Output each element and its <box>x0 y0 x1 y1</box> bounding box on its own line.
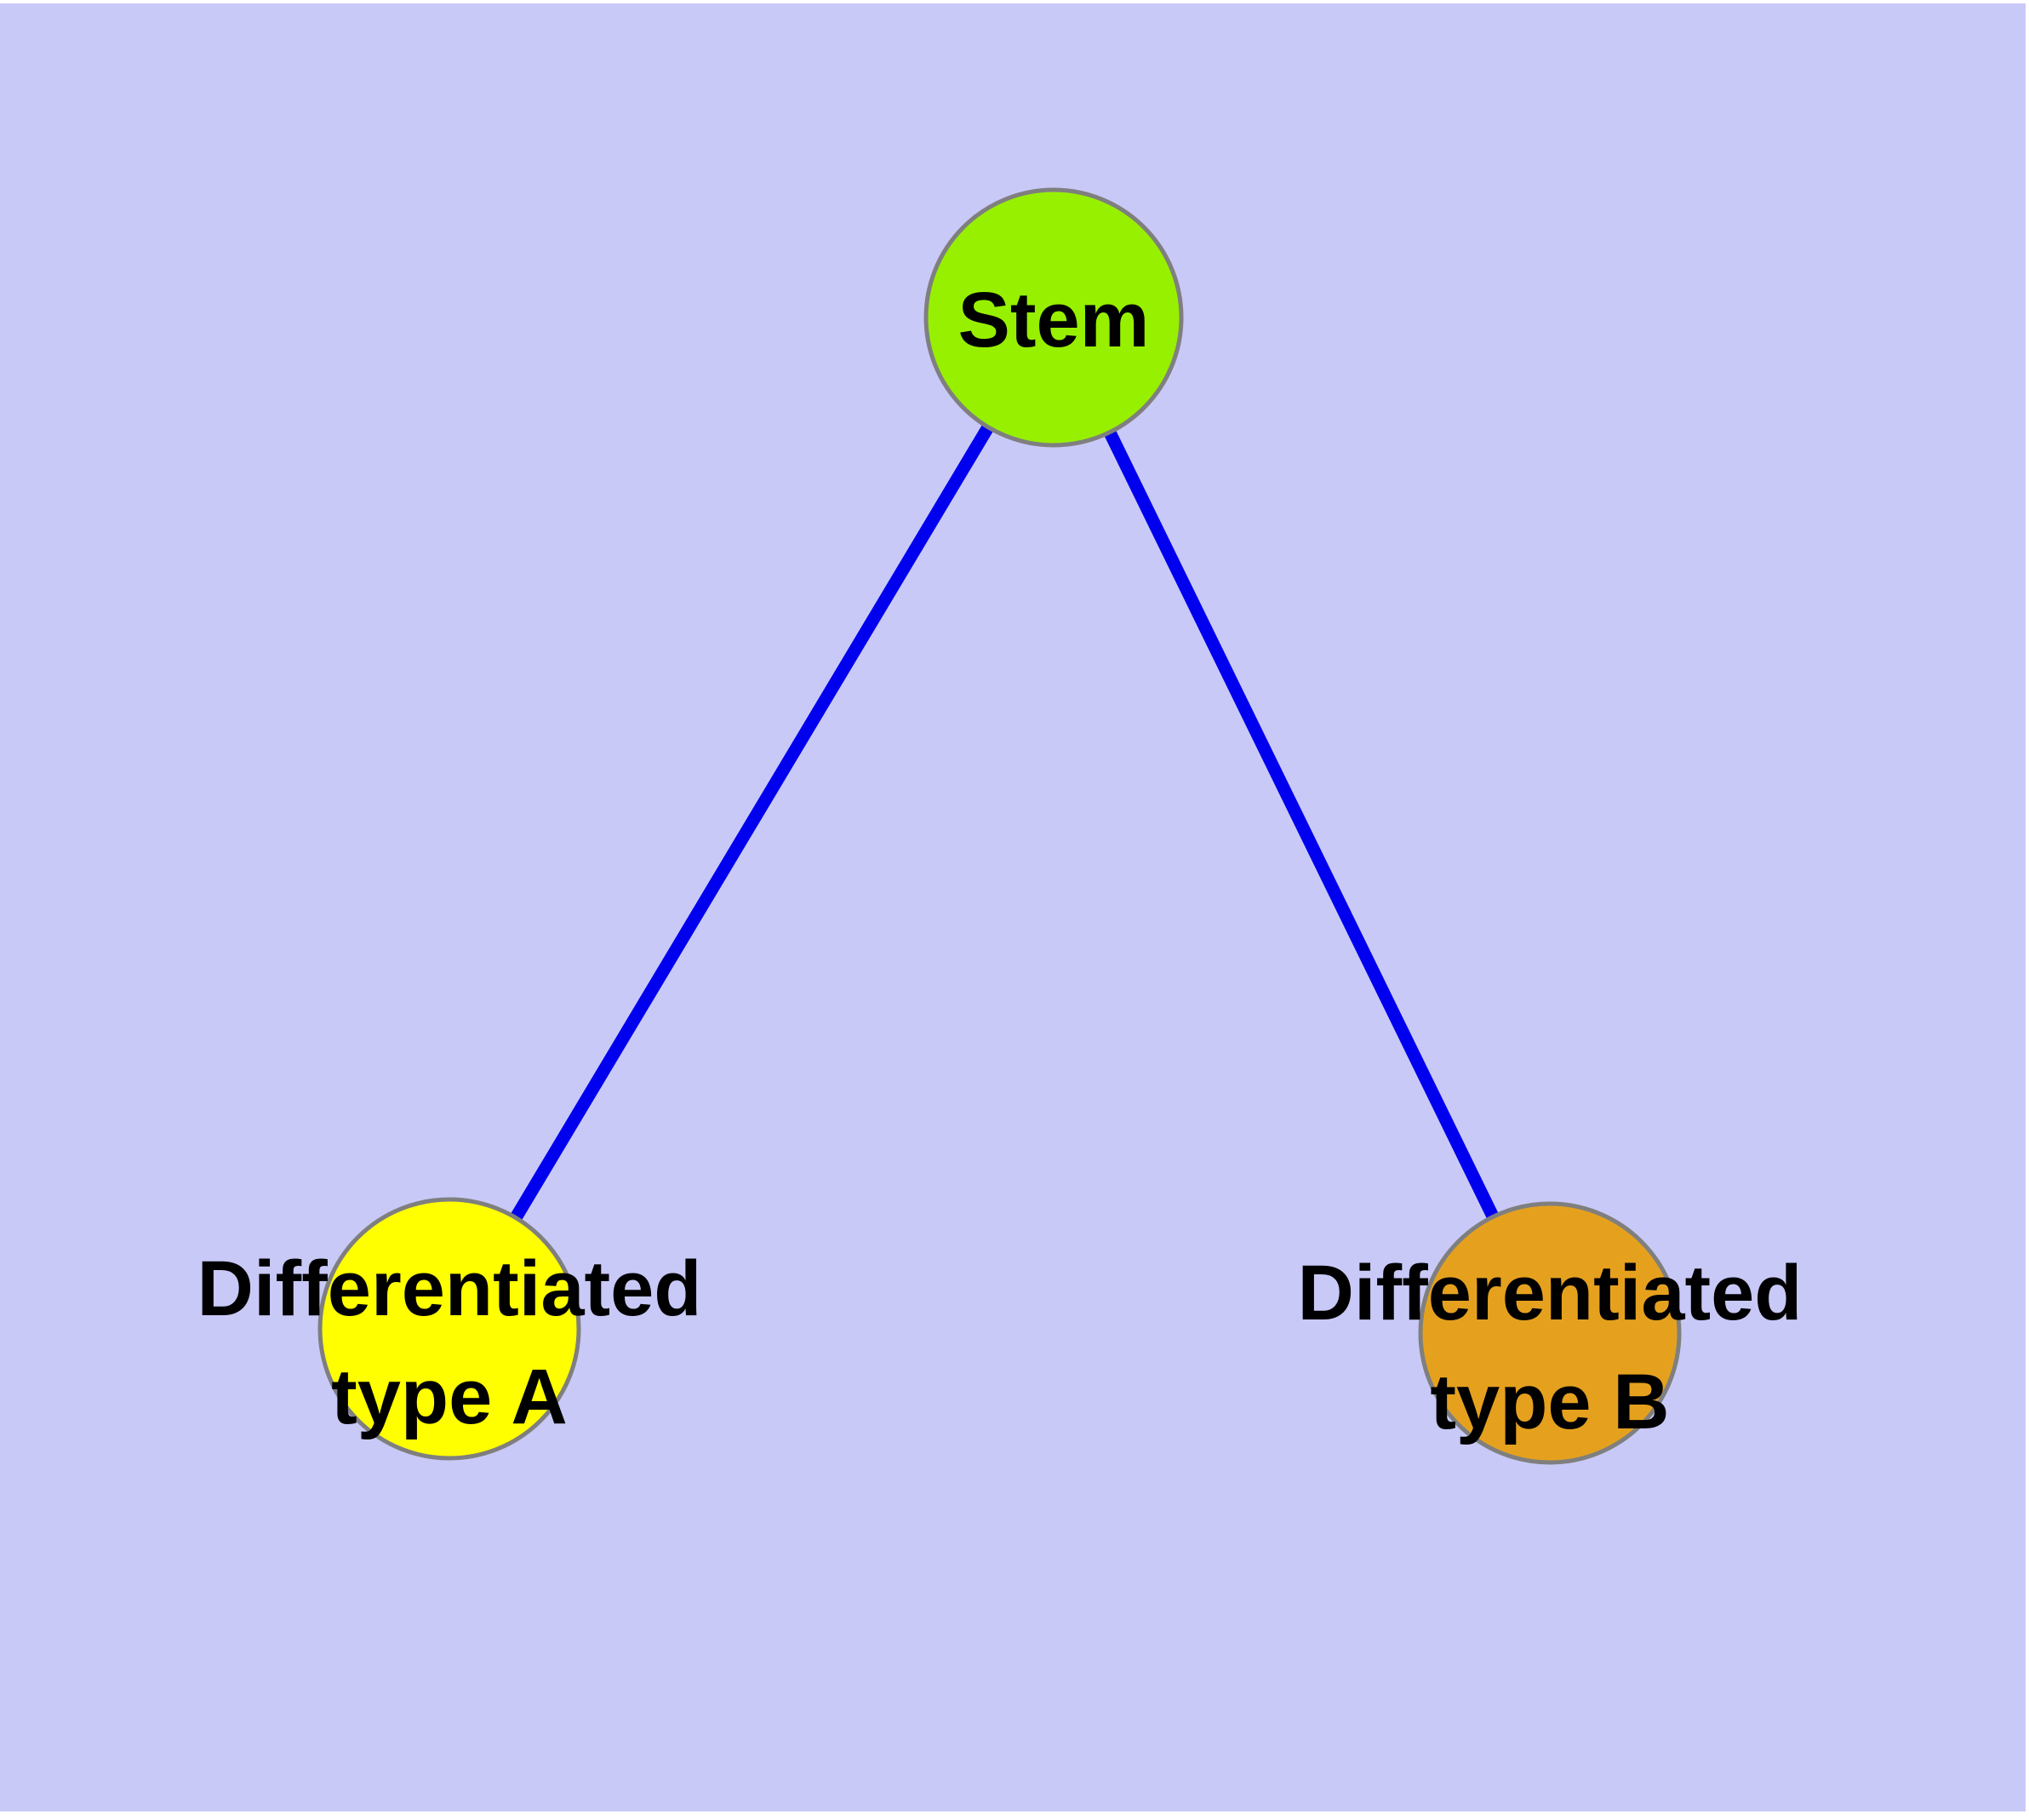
stem-node <box>923 187 1184 448</box>
stem-node-label: Stem <box>958 277 1150 363</box>
differentiated-type-b-label-line2: type B <box>1430 1359 1669 1445</box>
differentiated-type-a-node <box>317 1197 581 1461</box>
differentiated-type-b-node <box>1418 1201 1682 1465</box>
differentiated-type-b-label-line1: Differentiated <box>1298 1250 1803 1336</box>
differentiated-type-a-label-line1: Differentiated <box>197 1245 702 1332</box>
differentiated-type-a-label-line2: type A <box>331 1354 568 1440</box>
edge-stem-to-type-a <box>443 314 1060 1332</box>
edge-stem-to-type-b <box>1048 314 1556 1336</box>
